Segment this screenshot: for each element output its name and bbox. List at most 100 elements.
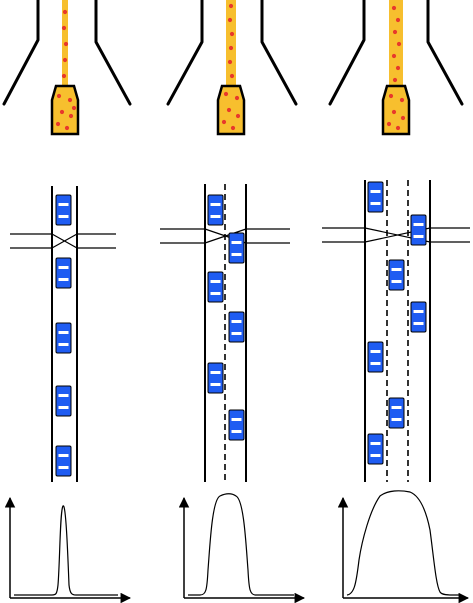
- car-window-rear: [58, 406, 69, 409]
- car-window-rear: [210, 292, 221, 295]
- car: [55, 445, 72, 477]
- droplet: [56, 93, 62, 99]
- nozzle-body: [381, 84, 411, 136]
- nozzle-row: [2, 0, 464, 136]
- profile-plot-3: [337, 490, 470, 603]
- droplet: [59, 109, 65, 115]
- car-window-front: [370, 442, 381, 445]
- car-window-rear: [413, 235, 424, 238]
- car-window-front: [58, 394, 69, 397]
- car-window-rear: [58, 466, 69, 469]
- droplet: [396, 41, 402, 47]
- car-body: [55, 445, 72, 477]
- nozzle-2: [166, 0, 298, 136]
- droplet: [62, 57, 68, 63]
- droplet: [399, 97, 405, 103]
- car-body: [207, 194, 224, 226]
- car-window-rear: [231, 253, 242, 256]
- funnel-left-wall: [166, 0, 204, 106]
- road-3: [322, 180, 470, 482]
- car-body: [55, 322, 72, 354]
- droplet: [227, 59, 233, 65]
- car-window-front: [370, 190, 381, 193]
- car-window-front: [58, 203, 69, 206]
- droplet: [229, 73, 235, 79]
- car-window-front: [58, 454, 69, 457]
- car: [207, 194, 224, 226]
- car-window-rear: [58, 215, 69, 218]
- droplet: [391, 5, 397, 11]
- droplet: [400, 115, 406, 121]
- car-body: [367, 433, 384, 465]
- car: [367, 341, 384, 373]
- car-window-rear: [370, 202, 381, 205]
- droplet: [392, 77, 398, 83]
- car: [410, 301, 427, 333]
- road-row: [10, 180, 470, 482]
- car-window-front: [210, 203, 221, 206]
- car: [388, 397, 405, 429]
- profile-plot-2: [178, 493, 306, 603]
- car: [228, 409, 245, 441]
- car-window-front: [231, 241, 242, 244]
- droplet: [63, 41, 69, 47]
- car-window-front: [210, 371, 221, 374]
- nozzle-3: [328, 0, 464, 136]
- droplet: [71, 105, 77, 111]
- car-window-rear: [370, 362, 381, 365]
- car-window-front: [231, 320, 242, 323]
- droplet: [61, 25, 67, 31]
- droplet: [67, 97, 73, 103]
- droplet: [234, 95, 240, 101]
- car-window-front: [413, 310, 424, 313]
- car: [388, 259, 405, 291]
- droplet: [64, 125, 70, 131]
- car-body: [410, 214, 427, 246]
- car: [207, 271, 224, 303]
- road-1: [10, 186, 116, 482]
- droplet: [391, 53, 397, 59]
- car-window-rear: [370, 454, 381, 457]
- car: [55, 385, 72, 417]
- car-body: [228, 232, 245, 264]
- car-window-front: [391, 268, 402, 271]
- car: [228, 232, 245, 264]
- funnel-left-wall: [2, 0, 40, 106]
- droplet: [235, 113, 241, 119]
- droplet: [221, 119, 227, 125]
- car-window-front: [231, 418, 242, 421]
- car-body: [55, 257, 72, 289]
- profile-curve: [14, 505, 118, 596]
- profile-plot-1: [4, 496, 132, 603]
- droplet: [68, 113, 74, 119]
- car-body: [207, 271, 224, 303]
- car-body: [388, 259, 405, 291]
- droplet: [392, 29, 398, 35]
- car-window-front: [58, 266, 69, 269]
- car: [55, 257, 72, 289]
- droplet: [62, 9, 68, 15]
- funnel-left-wall: [328, 0, 366, 106]
- droplet: [228, 3, 234, 9]
- droplet: [228, 45, 234, 51]
- plot-row: [4, 490, 470, 603]
- droplet: [391, 109, 397, 115]
- droplet: [395, 17, 401, 23]
- car-window-rear: [210, 383, 221, 386]
- car: [367, 433, 384, 465]
- car: [207, 362, 224, 394]
- car-window-rear: [210, 215, 221, 218]
- car-window-rear: [413, 322, 424, 325]
- car: [55, 194, 72, 226]
- droplet: [395, 125, 401, 131]
- car-window-rear: [231, 332, 242, 335]
- car-body: [55, 194, 72, 226]
- funnel-right-wall: [260, 0, 298, 106]
- car-window-front: [58, 331, 69, 334]
- profile-curve: [188, 493, 294, 596]
- car-window-front: [413, 223, 424, 226]
- droplet: [227, 17, 233, 23]
- car-window-front: [391, 406, 402, 409]
- car: [55, 322, 72, 354]
